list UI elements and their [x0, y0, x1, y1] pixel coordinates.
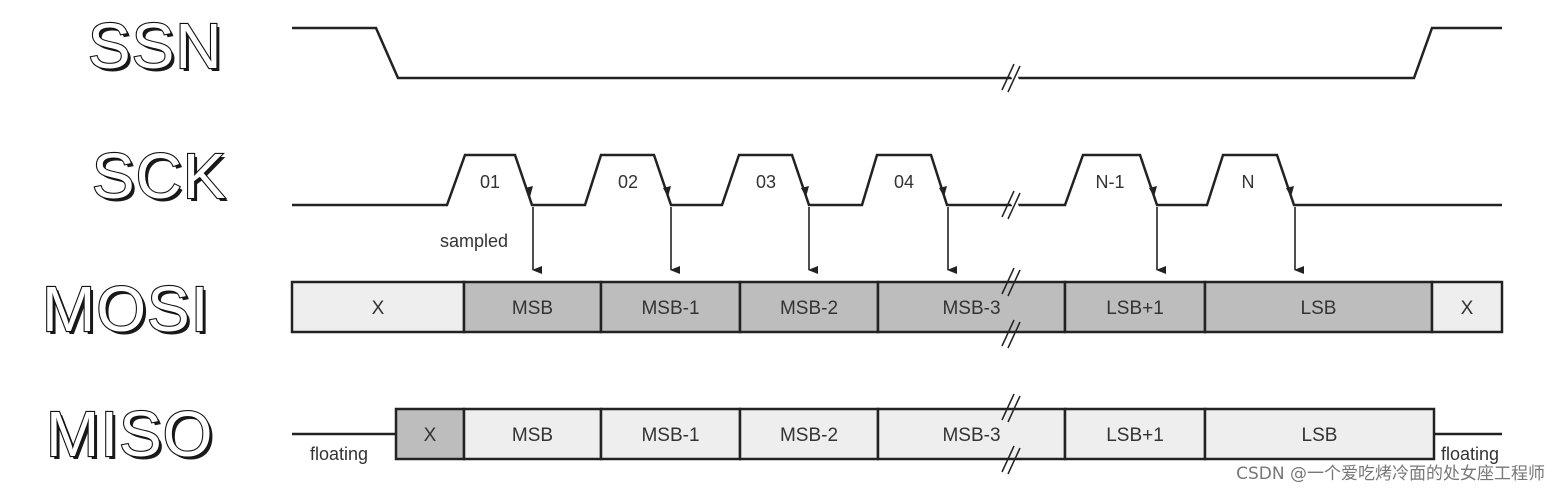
signal-label-miso-group: MISO MISO: [45, 397, 217, 473]
signal-label-ssn-shadow: SSN: [91, 13, 226, 85]
sample-arrows: [532, 207, 1304, 274]
edge-arrowhead: [939, 186, 947, 197]
signal-label-ssn-group: SSN SSN: [87, 9, 226, 85]
mosi-cell-label: MSB: [512, 298, 553, 319]
miso-cell-label: LSB+1: [1106, 425, 1164, 446]
mosi-cell-label: X: [1461, 298, 1474, 319]
time-break-marks: [1001, 63, 1023, 475]
miso-cell-label: X: [424, 425, 437, 446]
edge-arrowhead: [1286, 186, 1294, 197]
mosi-cell-label: LSB: [1301, 298, 1337, 319]
floating-label-right: floating: [1441, 444, 1499, 464]
edge-arrowhead: [525, 186, 533, 197]
sck-pulse-label: N: [1242, 172, 1255, 192]
break-mark: [1001, 190, 1021, 220]
sampled-label: sampled: [440, 231, 508, 251]
mosi-cell: [1430, 280, 1504, 334]
signal-label-sck-shadow: SCK: [95, 143, 230, 215]
miso-cell: [1203, 407, 1436, 461]
edge-arrowhead: [663, 186, 671, 197]
mosi-cell: [1203, 280, 1434, 334]
miso-row: X MSB MSB-1 MSB-2 MSB-3 LSB+1 LSB: [394, 407, 1436, 461]
signal-label-miso-shadow: MISO: [49, 401, 217, 473]
sck-pulse-label: 01: [480, 172, 500, 192]
mosi-cell-label: MSB-2: [780, 298, 838, 319]
miso-cell-label: MSB-1: [641, 425, 699, 446]
mosi-cell: [738, 280, 880, 334]
break-mark: [1001, 267, 1021, 297]
signal-label-sck: SCK: [92, 140, 227, 212]
floating-label-left: floating: [310, 444, 368, 464]
miso-cell-label: MSB: [512, 425, 553, 446]
watermark: CSDN @一个爱吃烤冷面的处女座工程师: [1236, 464, 1545, 484]
miso-cell-label: LSB: [1302, 425, 1338, 446]
sck-pulse-label: 04: [894, 172, 914, 192]
sck-pulse-label: 03: [756, 172, 776, 192]
mosi-cell-label: MSB-3: [942, 298, 1000, 319]
mosi-cell: [599, 280, 742, 334]
miso-cell: [394, 407, 466, 461]
signal-label-sck-group: SCK SCK: [91, 139, 230, 215]
break-mark: [1001, 319, 1021, 349]
miso-cell: [1063, 407, 1207, 461]
signal-label-mosi-group: MOSI MOSI: [41, 272, 213, 348]
sck-pulse-label: N-1: [1095, 172, 1124, 192]
miso-cell-label: MSB-2: [780, 425, 838, 446]
break-mark: [1001, 393, 1021, 423]
break-mark: [1001, 445, 1021, 475]
mosi-cell: [876, 280, 1067, 334]
sck-pulse-label: 02: [618, 172, 638, 192]
sck-waveform: [292, 153, 1502, 207]
miso-cell-label: MSB-3: [942, 425, 1000, 446]
edge-arrowhead: [1149, 186, 1157, 197]
mosi-cell-label: X: [372, 298, 385, 319]
signal-label-ssn: SSN: [88, 10, 223, 82]
sck-edge-arrowheads: [525, 186, 1294, 197]
mosi-cell: [290, 280, 466, 334]
miso-cell: [876, 407, 1067, 461]
edge-arrowhead: [801, 186, 809, 197]
mosi-cell-label: LSB+1: [1106, 298, 1164, 319]
sck-pulse-labels: 01 02 03 04 N-1 N: [480, 172, 1255, 192]
signal-label-miso: MISO: [46, 398, 214, 470]
mosi-row: X MSB MSB-1 MSB-2 MSB-3 LSB+1 LSB X: [290, 280, 1504, 334]
miso-cell: [462, 407, 603, 461]
ssn-waveform: [292, 26, 1502, 80]
signal-label-mosi-shadow: MOSI: [45, 276, 213, 348]
miso-cell: [599, 407, 742, 461]
signal-label-mosi: MOSI: [42, 273, 210, 345]
miso-cell: [738, 407, 880, 461]
break-mark: [1001, 63, 1021, 93]
mosi-cell-label: MSB-1: [641, 298, 699, 319]
